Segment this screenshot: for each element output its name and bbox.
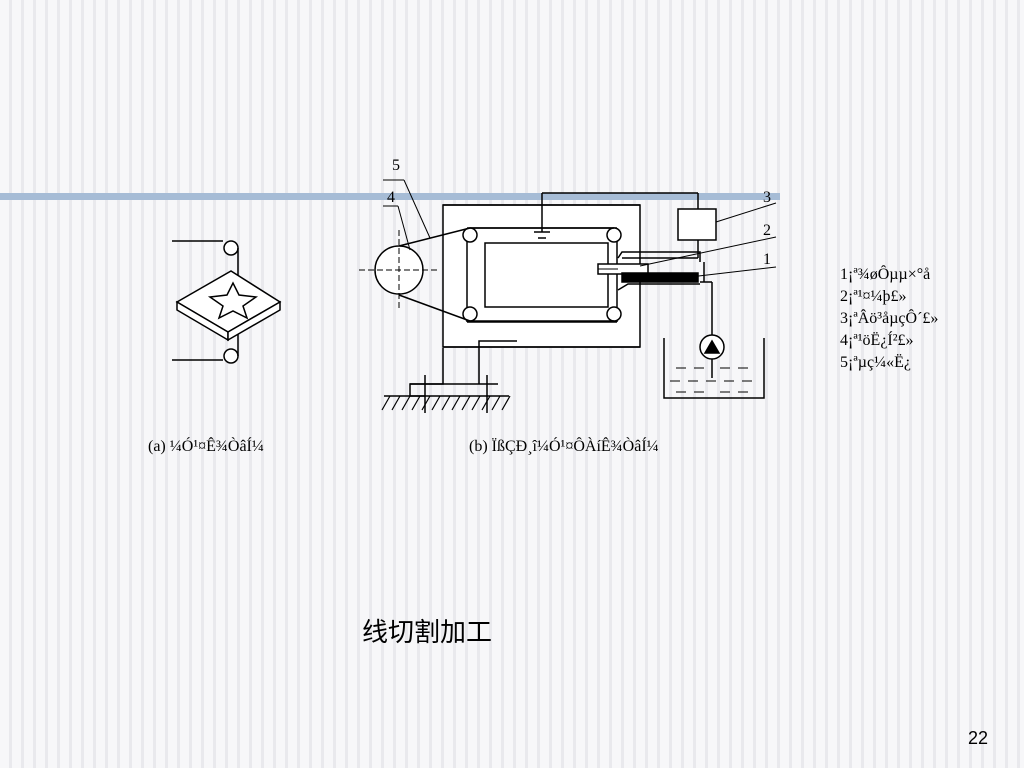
pulse-power-supply <box>677 208 717 241</box>
machine-schematic <box>359 179 777 413</box>
insulating-plate <box>621 272 699 283</box>
legend-item-1: 1¡ª¾øÔµµ×°å <box>840 266 931 283</box>
caption-a: (a) ¼Ó¹¤Ê¾ÒâÍ¼ <box>148 438 264 455</box>
accent-bar <box>0 193 780 200</box>
legend-item-5: 5¡ªµç¼«Ë¿ <box>840 354 911 371</box>
legend-item-3: 3¡ªÂö³åµçÔ´£» <box>840 310 939 327</box>
part-number-5: 5 <box>392 157 400 174</box>
legend-item-2: 2¡ª¹¤¼þ£» <box>840 288 907 305</box>
part-number-2: 2 <box>763 222 771 239</box>
slide-number: 22 <box>967 728 988 748</box>
workpiece-star-shape <box>207 281 259 320</box>
processing-schematic <box>172 240 282 364</box>
caption-b: (b) ÏßÇÐ¸î¼Ó¹¤Ô­ÀíÊ¾ÒâÍ¼ <box>469 438 659 455</box>
part-number-1: 1 <box>763 251 771 268</box>
part-number-4: 4 <box>387 189 395 206</box>
legend-item-4: 4¡ª¹öË¿Í²£» <box>840 332 914 349</box>
part-number-3: 3 <box>763 189 771 206</box>
slide-title: 线切割加工 <box>362 618 493 648</box>
